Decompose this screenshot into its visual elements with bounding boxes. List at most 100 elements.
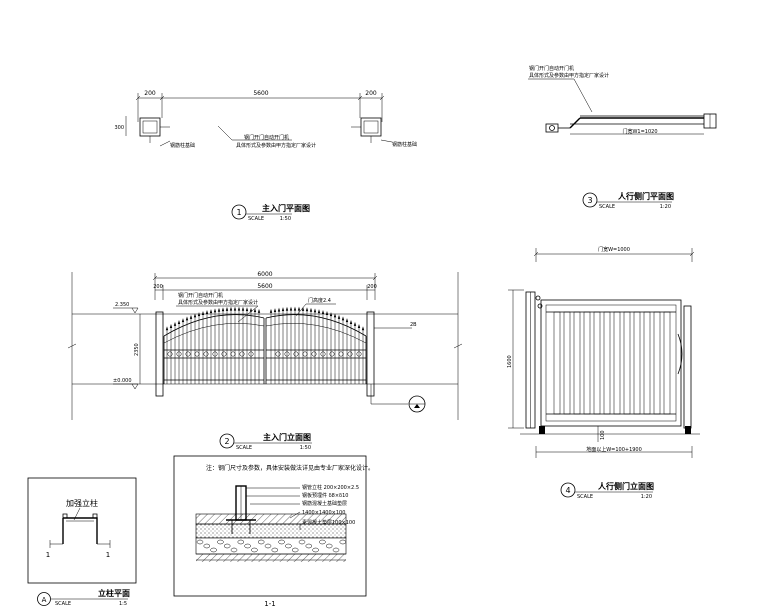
gate-ring-ornament	[185, 351, 191, 357]
post-detail-scale-value: 1:5	[119, 601, 127, 607]
elev2-right-post	[366, 311, 375, 397]
gravel-stone	[237, 539, 245, 545]
picket-spear-tip	[177, 319, 181, 324]
gate-slat	[603, 311, 611, 415]
elev2-badge-circle	[219, 433, 235, 449]
elev2-note-right: 门高度2.4	[308, 297, 331, 304]
post-detail-title-block: A 立柱平面 SCALE 1:5	[37, 588, 130, 607]
picket-spear-tip	[309, 307, 313, 312]
elev4-dim-bottom: 地面以上W=100+1900	[586, 446, 642, 453]
gate-slat	[623, 311, 631, 415]
plan3-title: 人行侧门平面图	[618, 191, 674, 201]
elev4-badge: 4	[565, 486, 570, 495]
elev2-gate-leaf-left	[163, 314, 265, 384]
picket-spear-tip	[321, 309, 325, 314]
picket-spear-tip	[301, 306, 305, 311]
gate-ring-ornament	[320, 351, 326, 357]
picket-spear-tip	[181, 318, 185, 323]
picket-spear-tip	[357, 324, 361, 329]
picket-spear-tip	[273, 308, 277, 313]
plan1-dim-right: 200	[365, 90, 377, 97]
picket-spear-tip	[217, 307, 221, 312]
gravel-stone	[291, 547, 299, 553]
elev2-dim-total: 6000	[257, 271, 272, 278]
picket-spear-tip	[293, 306, 297, 311]
gravel-stone	[244, 543, 251, 549]
plan1-post-label-left: 钢筋柱基础	[170, 142, 195, 149]
gate-ring-ornament	[284, 351, 290, 357]
gate-slat	[653, 311, 661, 415]
gate-ring-ornament	[212, 351, 218, 357]
elev2-dim-height: 2350	[134, 343, 140, 356]
plan1-badge: 1	[236, 208, 241, 217]
elev2-left-post	[155, 311, 164, 397]
gate-ring-ornament	[347, 351, 353, 357]
picket-spear-tip	[277, 307, 281, 312]
elev2-note-line2: 具体形式及参数由甲方指定厂家设计	[178, 299, 258, 306]
picket-spear-tip	[229, 306, 233, 311]
plan1-dim-left: 200	[144, 90, 156, 97]
picket-spear-tip	[297, 306, 301, 311]
elev2-badge: 2	[224, 437, 229, 446]
elev4-dim-small: 100	[600, 430, 606, 440]
picket-spear-tip	[317, 309, 321, 314]
gate-slat	[613, 311, 621, 415]
gate-ring-ornament	[329, 351, 335, 357]
gate-ring-ornament	[230, 351, 236, 357]
gate-slat	[643, 311, 651, 415]
gravel-stone	[264, 543, 272, 549]
plan1-post-label-right: 钢筋柱基础	[392, 141, 417, 148]
elev2-tag-right: 2B	[410, 322, 417, 328]
elev4-scale-value: 1:20	[641, 494, 652, 500]
elev4-scale-word: SCALE	[577, 494, 593, 500]
elev4-dim-top: 门宽W=1000	[598, 246, 630, 253]
elev4-slats	[553, 311, 671, 415]
section-detail-frame	[173, 455, 367, 597]
picket-spear-tip	[361, 326, 365, 331]
elev2-dim-mid: 5600	[257, 283, 272, 290]
elev2-dim-left: 200	[153, 284, 163, 290]
gate-ring-ornament	[203, 351, 209, 357]
plan3-badge: 3	[587, 196, 592, 205]
gate-ring-ornament	[167, 351, 173, 357]
picket-spear-tip	[221, 307, 225, 312]
gravel-stone	[203, 543, 211, 549]
gate-ring-ornament	[275, 351, 281, 357]
gravel-stone	[332, 547, 340, 553]
picket-spear-tip	[225, 306, 229, 311]
picket-spear-tip	[341, 316, 345, 321]
elev2-gate-leaf-right	[265, 314, 367, 384]
side-gate-plan-drawing: 钢门开门自动开门机 具体形式及参数由甲方指定厂家设计 门宽W1=1020	[528, 65, 717, 135]
section-label2: 钢板预埋件 δ8×δ10	[302, 492, 348, 499]
plan3-title-block: 3 人行侧门平面图 SCALE 1:20	[582, 191, 674, 210]
gravel-stone	[210, 547, 217, 553]
gate-ring-ornament	[176, 351, 182, 357]
elev2-dim-right: 200	[367, 284, 377, 290]
picket-spear-tip	[289, 306, 293, 311]
gate-slat	[633, 311, 641, 415]
plan3-note-line1: 钢门开门自动开门机	[529, 65, 574, 72]
gate-slat	[553, 311, 561, 415]
picket-spear-tip	[313, 308, 317, 313]
picket-spear-tip	[253, 308, 257, 313]
gate-slat	[593, 311, 601, 415]
picket-spear-tip	[269, 308, 273, 313]
plan1-title-block: 1 主入门平面图 SCALE 1:50	[231, 203, 310, 222]
section-label4: 1400×1400×100	[302, 510, 345, 516]
gravel-stone	[257, 539, 265, 545]
gravel-stone	[251, 547, 258, 553]
picket-spear-tip	[349, 319, 353, 324]
elev4-badge-circle	[560, 482, 576, 498]
plan1-dim-mid: 5600	[253, 90, 268, 97]
picket-spear-tip	[213, 308, 217, 313]
post-detail-title: 立柱平面	[98, 588, 130, 598]
picket-spear-tip	[245, 307, 249, 312]
plan1-note-line1: 钢门开门自动开门机	[244, 134, 289, 141]
elev4-latch-post	[683, 305, 692, 429]
post-detail-badge: A	[42, 596, 47, 604]
gate-ring-ornament	[338, 351, 344, 357]
plan3-scale-word: SCALE	[599, 204, 615, 210]
elev2-pickets	[165, 306, 365, 384]
plan1-scale-word: SCALE	[248, 216, 264, 222]
plan1-dim-side: 300	[114, 125, 124, 131]
